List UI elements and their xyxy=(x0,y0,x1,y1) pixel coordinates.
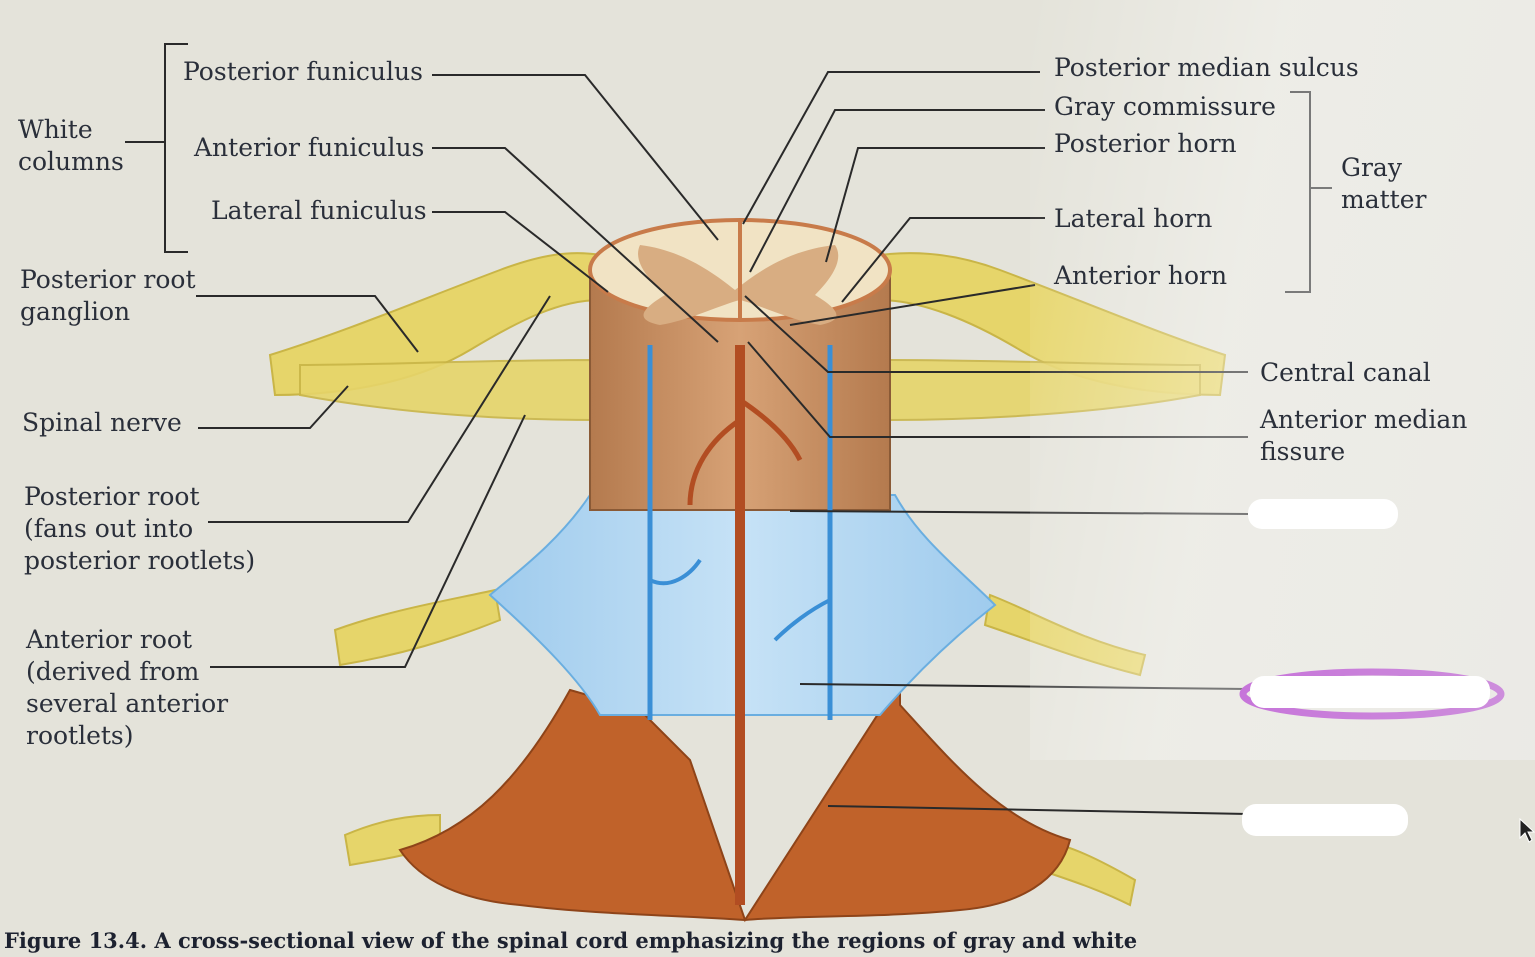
label-posterior-root-ganglion: Posterior root ganglion xyxy=(20,265,196,326)
label-posterior-median-sulcus: Posterior median sulcus xyxy=(1054,53,1359,82)
blank-label-1[interactable] xyxy=(1248,499,1398,529)
mouse-cursor-icon xyxy=(1519,818,1535,843)
label-central-canal: Central canal xyxy=(1260,358,1431,387)
label-gray-commissure: Gray commissure xyxy=(1054,92,1276,121)
gray-matter-shape xyxy=(638,245,839,325)
label-posterior-funiculus: Posterior funiculus xyxy=(183,57,423,86)
blank-label-3[interactable] xyxy=(1242,804,1408,836)
dura-mater xyxy=(398,676,1072,923)
blood-vessels xyxy=(647,345,833,905)
label-anterior-median-fissure: Anterior median fissure xyxy=(1260,405,1468,466)
label-anterior-root: Anterior root (derived from several ante… xyxy=(26,625,229,750)
label-posterior-root: Posterior root (fans out into posterior … xyxy=(24,482,256,575)
label-white-columns: White columns xyxy=(18,115,124,176)
figure-caption: Figure 13.4. A cross-sectional view of t… xyxy=(4,928,1138,953)
label-gray-matter: Gray matter xyxy=(1341,153,1427,214)
label-posterior-horn: Posterior horn xyxy=(1054,129,1237,158)
label-anterior-funiculus: Anterior funiculus xyxy=(194,133,425,162)
gray-matter-bracket xyxy=(1285,91,1332,293)
label-lateral-funiculus: Lateral funiculus xyxy=(211,196,427,225)
label-lateral-horn: Lateral horn xyxy=(1054,204,1213,233)
label-anterior-horn: Anterior horn xyxy=(1054,261,1228,290)
blank-label-2[interactable] xyxy=(1250,676,1490,708)
label-spinal-nerve: Spinal nerve xyxy=(22,408,182,437)
white-columns-bracket xyxy=(125,43,188,253)
